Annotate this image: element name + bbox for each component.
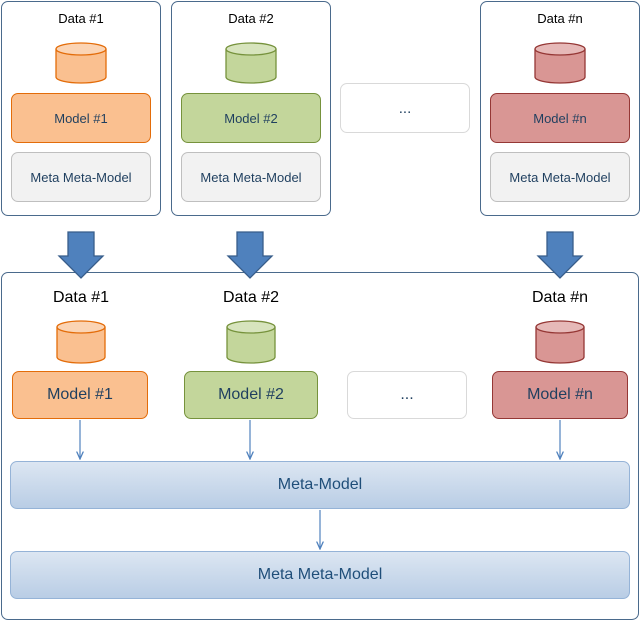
bottom-model-label-2: Model #2 <box>218 386 284 403</box>
top-model-box-2: Model #2 <box>181 93 321 143</box>
bottom-ellipsis-box: ... <box>347 371 467 419</box>
bottom-data-label-2: Data #2 <box>222 289 280 306</box>
top-model-label-n: Model #n <box>533 110 587 126</box>
meta-meta-model-box: Meta Meta-Model <box>10 551 630 599</box>
bottom-data-label-n: Data #n <box>531 289 589 306</box>
database-icon <box>226 320 276 364</box>
database-icon <box>56 320 106 364</box>
top-meta-label-1: Meta Meta-Model <box>30 169 132 185</box>
top-ellipsis-label: ... <box>398 99 412 117</box>
top-ellipsis-box: ... <box>340 83 470 133</box>
top-meta-box-n: Meta Meta-Model <box>490 152 630 202</box>
bottom-model-label-n: Model #n <box>527 386 593 403</box>
database-icon <box>225 42 277 84</box>
top-model-label-1: Model #1 <box>54 110 108 126</box>
top-model-box-1: Model #1 <box>11 93 151 143</box>
bottom-ellipsis-label: ... <box>400 386 414 403</box>
database-icon <box>55 42 107 84</box>
top-meta-label-2: Meta Meta-Model <box>200 169 302 185</box>
top-model-box-n: Model #n <box>490 93 630 143</box>
down-arrow-icon <box>536 231 584 279</box>
top-meta-box-1: Meta Meta-Model <box>11 152 151 202</box>
bottom-model-box-1: Model #1 <box>12 371 148 419</box>
database-icon <box>534 42 586 84</box>
top-model-label-2: Model #2 <box>224 110 278 126</box>
meta-model-box: Meta-Model <box>10 461 630 509</box>
top-data-label-n: Data #n <box>537 11 583 26</box>
database-icon <box>535 320 585 364</box>
bottom-data-label-1: Data #1 <box>52 289 110 306</box>
meta-model-label: Meta-Model <box>277 476 363 493</box>
top-data-label-2: Data #2 <box>228 11 274 26</box>
bottom-model-box-2: Model #2 <box>184 371 318 419</box>
down-arrow-icon <box>57 231 105 279</box>
bottom-model-box-n: Model #n <box>492 371 628 419</box>
meta-meta-model-label: Meta Meta-Model <box>257 566 383 583</box>
down-arrow-icon <box>226 231 274 279</box>
top-data-label-1: Data #1 <box>58 11 104 26</box>
top-meta-label-n: Meta Meta-Model <box>509 169 611 185</box>
bottom-model-label-1: Model #1 <box>47 386 113 403</box>
top-meta-box-2: Meta Meta-Model <box>181 152 321 202</box>
